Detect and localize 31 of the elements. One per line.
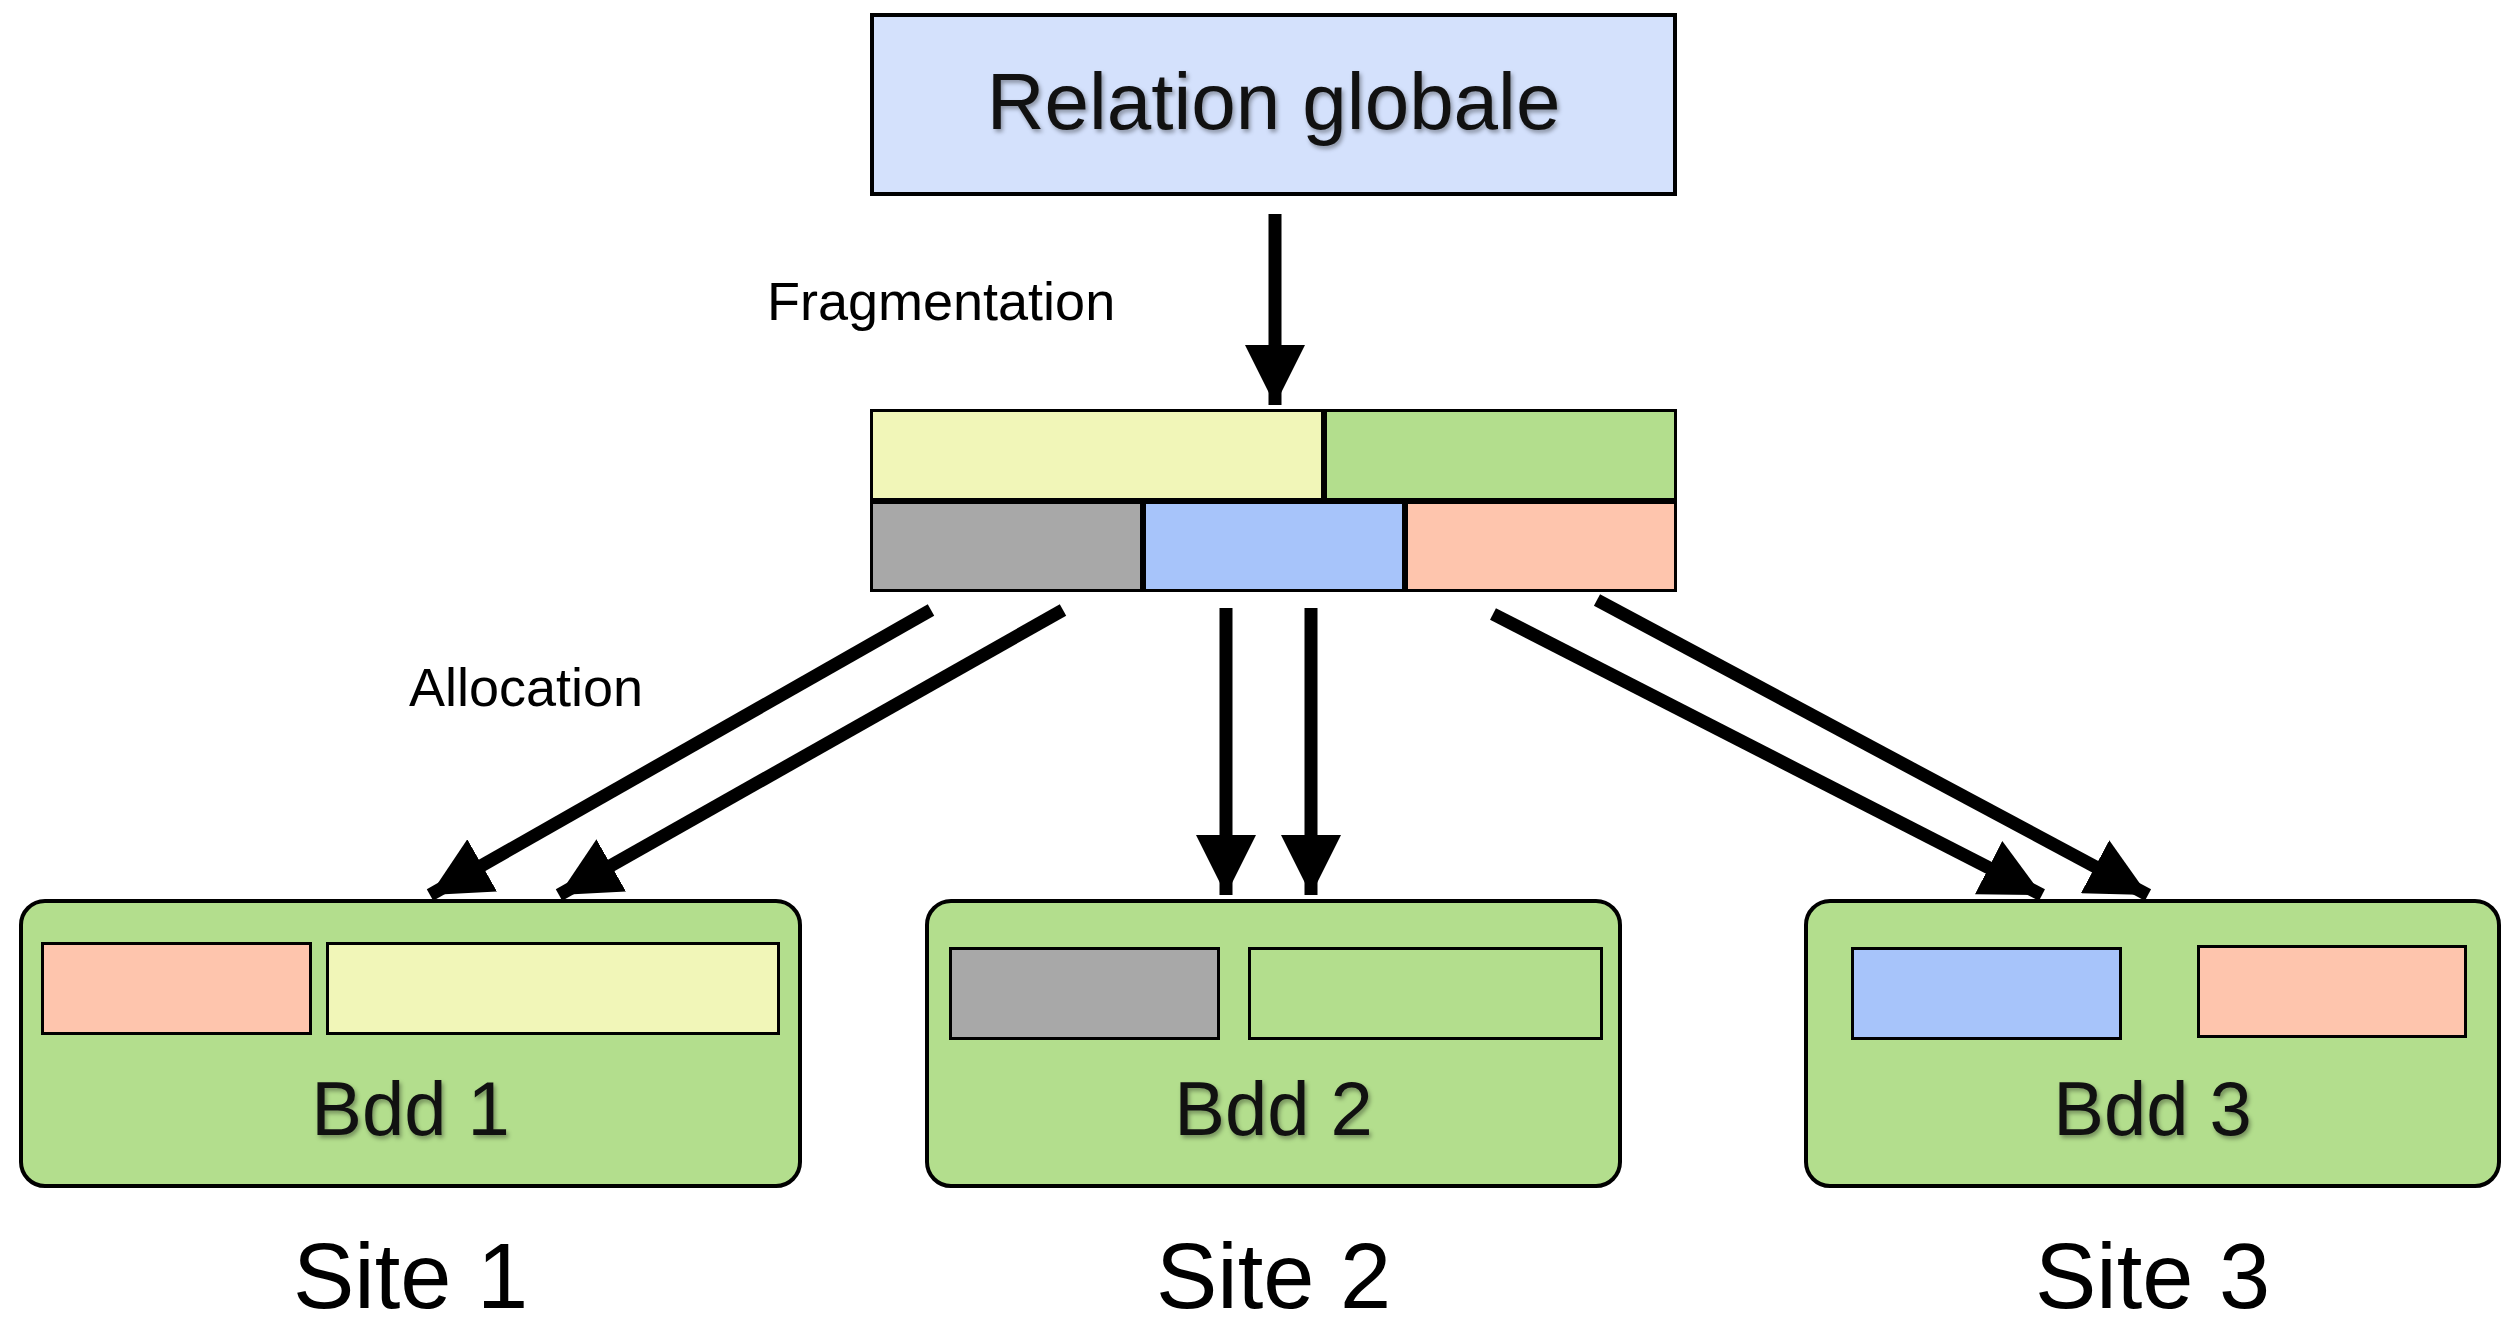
site-label: Site 1 <box>293 1230 529 1322</box>
fragmented-table <box>870 409 1677 592</box>
fragment-bar <box>1143 501 1405 592</box>
database-box <box>1804 899 2501 1188</box>
arrow <box>1593 594 2152 901</box>
site-label: Site 2 <box>1156 1230 1392 1322</box>
fragment-bar <box>326 942 780 1035</box>
fragment-bar <box>1405 501 1677 592</box>
arrow <box>426 604 935 901</box>
arrow <box>1196 608 1256 895</box>
fragment-bar <box>949 947 1220 1040</box>
database-label: Bdd 2 <box>1173 1071 1374 1147</box>
arrow <box>555 604 1067 901</box>
database-label: Bdd 3 <box>2052 1071 2253 1147</box>
edge-label: Fragmentation <box>767 272 1116 332</box>
fragment-bar <box>870 409 1324 501</box>
fragment-bar <box>1248 947 1603 1040</box>
database-label: Bdd 1 <box>310 1071 511 1147</box>
fragment-bar <box>2197 945 2467 1038</box>
site-label: Site 3 <box>2035 1230 2271 1322</box>
edge-label: Allocation <box>409 658 644 718</box>
fragment-bar <box>1324 409 1677 501</box>
arrow <box>1245 214 1305 405</box>
arrow <box>1490 608 2045 901</box>
fragment-bar <box>41 942 312 1035</box>
fragment-bar <box>1851 947 2122 1040</box>
fragment-bar <box>870 501 1143 592</box>
database-box <box>19 899 802 1188</box>
relation-box <box>870 13 1677 196</box>
database-box <box>925 899 1622 1188</box>
arrow <box>1281 608 1341 895</box>
